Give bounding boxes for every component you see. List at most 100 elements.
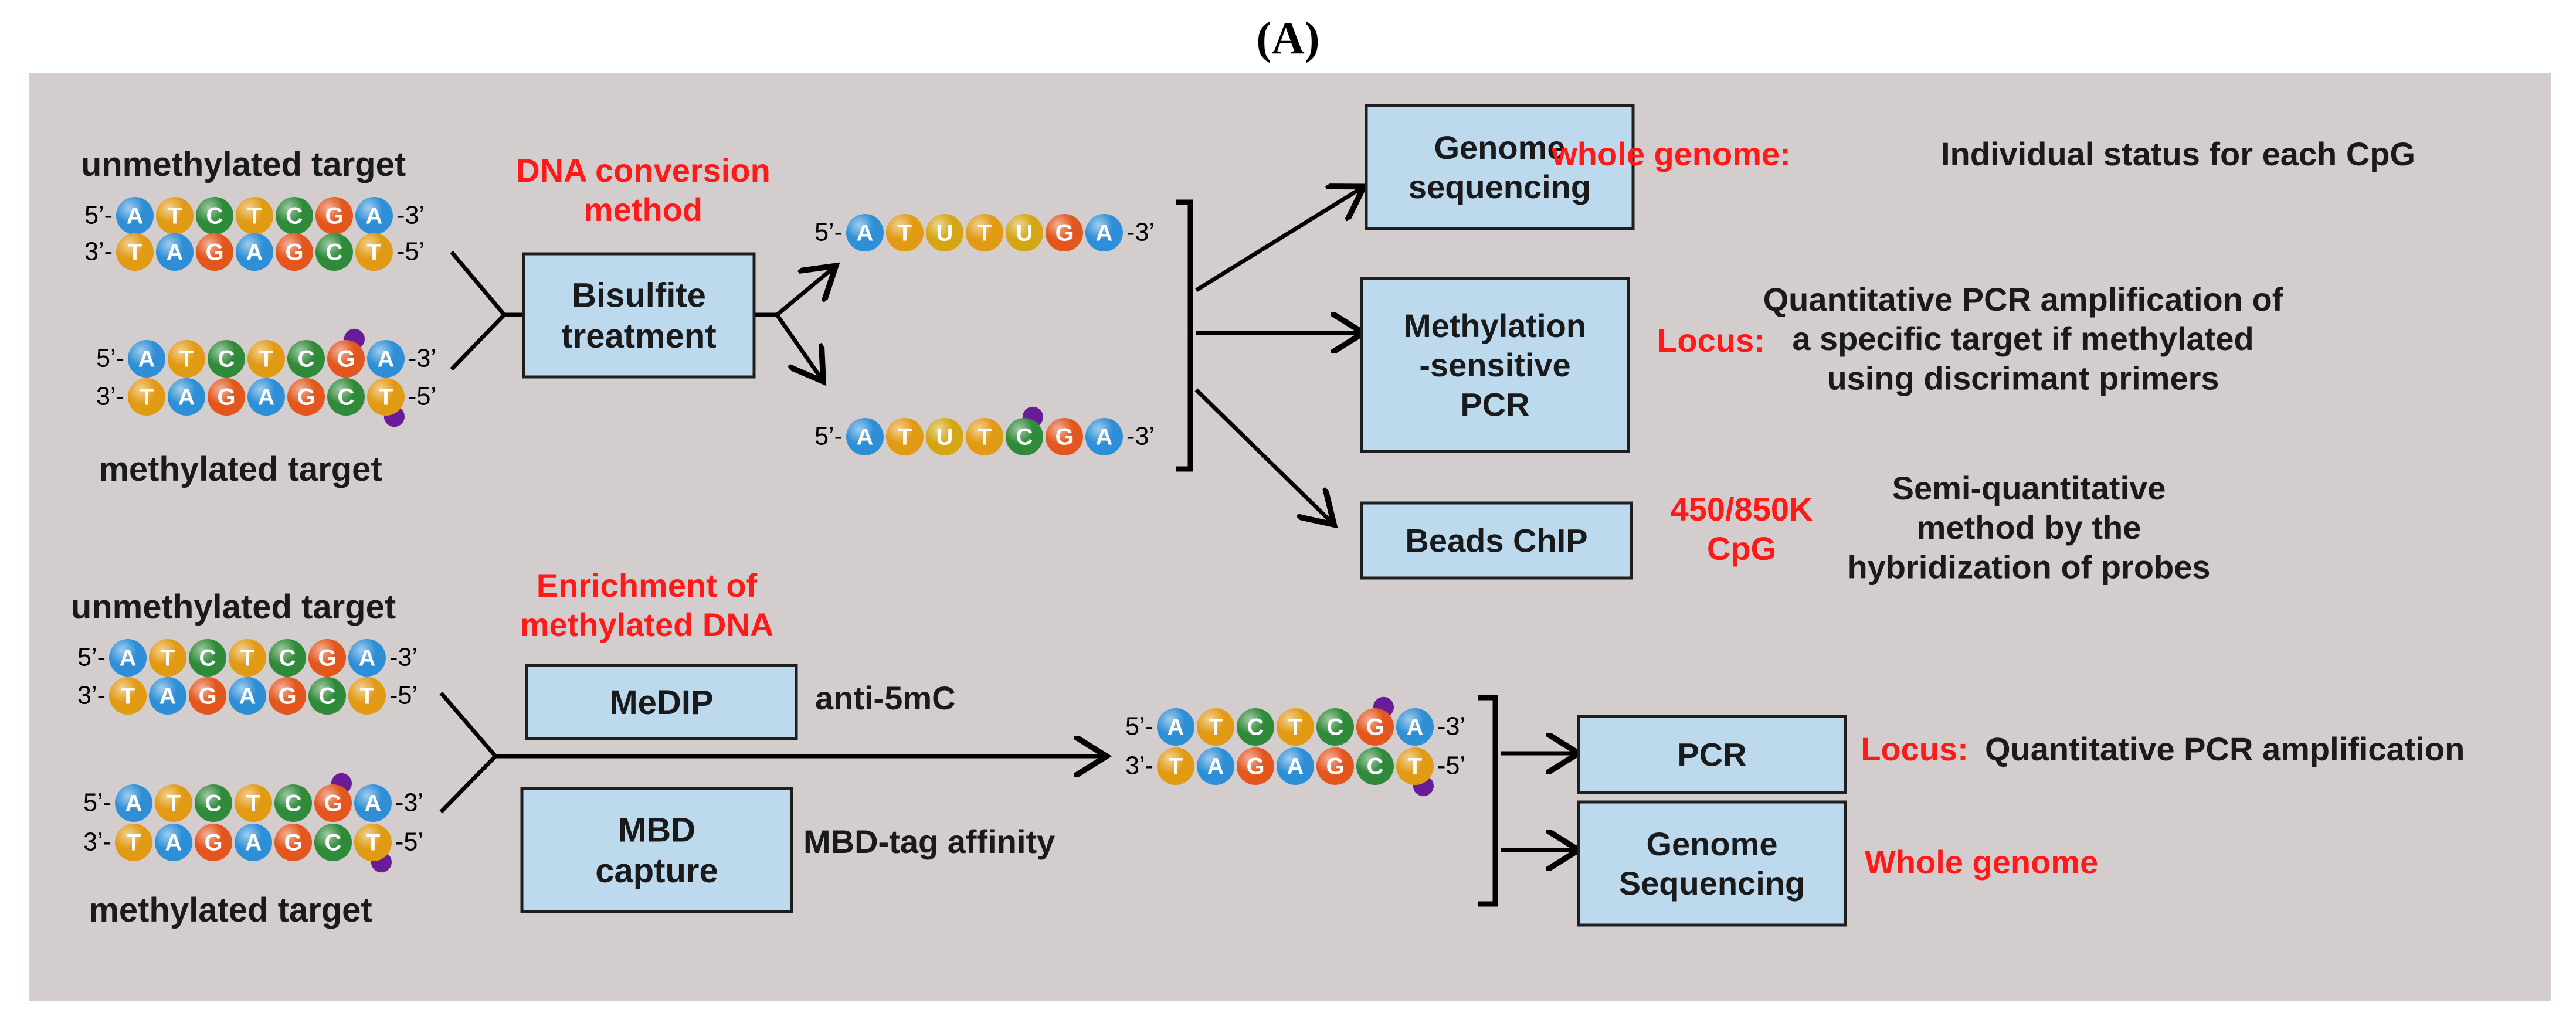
bottom-output-box-1 bbox=[1577, 715, 1847, 794]
base-letter: A bbox=[239, 683, 256, 709]
panel-background bbox=[29, 73, 2551, 1001]
method-boxes bbox=[520, 104, 1847, 927]
connector-lines bbox=[439, 189, 1574, 907]
bottom-methylated-strand-2-five-prime-label: 3’- bbox=[83, 828, 111, 856]
enriched-strand-2-three-prime-label: -5’ bbox=[1437, 752, 1465, 780]
merge-line-lower bbox=[450, 313, 506, 371]
base-letter: T bbox=[127, 830, 141, 855]
top-output-scale-1: whole genome: bbox=[1551, 135, 1791, 172]
base-letter: A bbox=[127, 203, 144, 229]
top-methylated-label: methylated target bbox=[99, 450, 382, 488]
converted-unmethylated-strand-five-prime-label: 5’- bbox=[814, 218, 843, 246]
base-letter: T bbox=[128, 239, 142, 265]
arrow-to-unmethylated-product bbox=[775, 268, 833, 317]
base-letter: T bbox=[978, 424, 992, 450]
base-letter: T bbox=[1408, 753, 1422, 779]
base-letter: T bbox=[240, 645, 254, 671]
top-unmethylated-strand-1-three-prime-label: -3’ bbox=[396, 201, 425, 229]
bottom-output-scale-1: Locus: bbox=[1861, 730, 1969, 767]
bottom-unmethylated-strand-2-three-prime-label: -5’ bbox=[389, 681, 418, 709]
top-methylated-strand-1-five-prime-label: 5’- bbox=[96, 344, 124, 372]
base-letter: T bbox=[1288, 714, 1302, 740]
base-letter: G bbox=[198, 683, 216, 709]
base-letter: T bbox=[140, 384, 154, 410]
base-letter: C bbox=[286, 203, 303, 229]
base-letter: A bbox=[1287, 753, 1304, 779]
top-output-desc-1: Individual status for each CpG bbox=[1941, 135, 2415, 172]
top-bracket bbox=[1176, 199, 1193, 472]
base-letter: A bbox=[1207, 753, 1224, 779]
base-letter: T bbox=[168, 203, 182, 229]
base-letter: A bbox=[1407, 714, 1424, 740]
base-letter: A bbox=[1167, 714, 1185, 740]
base-letter: U bbox=[936, 220, 953, 246]
panel-label: (A) bbox=[1256, 12, 1320, 63]
base-letter: T bbox=[360, 683, 374, 709]
base-letter: G bbox=[1055, 424, 1073, 450]
base-letter: T bbox=[121, 683, 135, 709]
base-letter: G bbox=[324, 790, 342, 816]
base-letter: C bbox=[1367, 753, 1384, 779]
base-letter: A bbox=[857, 424, 874, 450]
base-letter: T bbox=[898, 220, 912, 246]
bottom-methylated-strand-2-three-prime-label: -5’ bbox=[395, 828, 423, 856]
base-letter: C bbox=[338, 384, 355, 410]
base-letter: T bbox=[379, 384, 393, 410]
base-letter: T bbox=[161, 645, 175, 671]
base-letter: A bbox=[359, 645, 376, 671]
top-output-box-2 bbox=[1360, 277, 1630, 453]
base-letter: T bbox=[246, 790, 260, 816]
base-letter: T bbox=[179, 346, 194, 372]
medip-note: anti-5mC bbox=[815, 679, 956, 716]
converted-unmethylated-strand-three-prime-label: -3’ bbox=[1126, 218, 1155, 246]
top-output-scale-2: Locus: bbox=[1657, 322, 1765, 359]
arrow-to-methylated-product bbox=[775, 314, 821, 378]
bottom-methylated-strand-1-three-prime-label: -3’ bbox=[395, 788, 423, 817]
base-letter: G bbox=[318, 645, 336, 671]
converted-methylated-strand-three-prime-label: -3’ bbox=[1126, 422, 1155, 450]
mbd-note: MBD-tag affinity bbox=[803, 823, 1055, 860]
top-methylated-strand-1-three-prime-label: -3’ bbox=[408, 344, 436, 372]
bottom-unmethylated-strand-1-five-prime-label: 5’- bbox=[77, 643, 106, 671]
base-letter: A bbox=[159, 683, 177, 709]
base-letter: G bbox=[1055, 220, 1073, 246]
base-letter: T bbox=[259, 346, 273, 372]
arrow-to-genome-sequencing bbox=[1195, 189, 1360, 292]
top-unmethylated-strand-2-three-prime-label: -5’ bbox=[396, 237, 425, 266]
arrow-to-beads-chip bbox=[1194, 388, 1331, 522]
medip-box bbox=[525, 664, 798, 740]
top-methylated-strand-2-five-prime-label: 3’- bbox=[96, 382, 124, 410]
base-letter: C bbox=[205, 790, 222, 816]
base-letter: G bbox=[297, 384, 315, 410]
enriched-strand-1-three-prime-label: -3’ bbox=[1437, 712, 1465, 740]
base-letter: A bbox=[365, 790, 382, 816]
base-letter: A bbox=[120, 645, 137, 671]
base-letter: C bbox=[298, 346, 315, 372]
base-letter: G bbox=[205, 239, 223, 265]
top-unmethylated-strand-1-five-prime-label: 5’- bbox=[84, 201, 113, 229]
bottom-methylated-strand-1-five-prime-label: 5’- bbox=[83, 788, 111, 817]
base-letter: T bbox=[978, 220, 992, 246]
enriched-strand-1-five-prime-label: 5’- bbox=[1125, 712, 1153, 740]
base-letter: C bbox=[1327, 714, 1344, 740]
bottom-output-desc-1: Quantitative PCR amplification bbox=[1985, 730, 2465, 767]
base-letter: C bbox=[1247, 714, 1264, 740]
base-letter: A bbox=[366, 203, 383, 229]
